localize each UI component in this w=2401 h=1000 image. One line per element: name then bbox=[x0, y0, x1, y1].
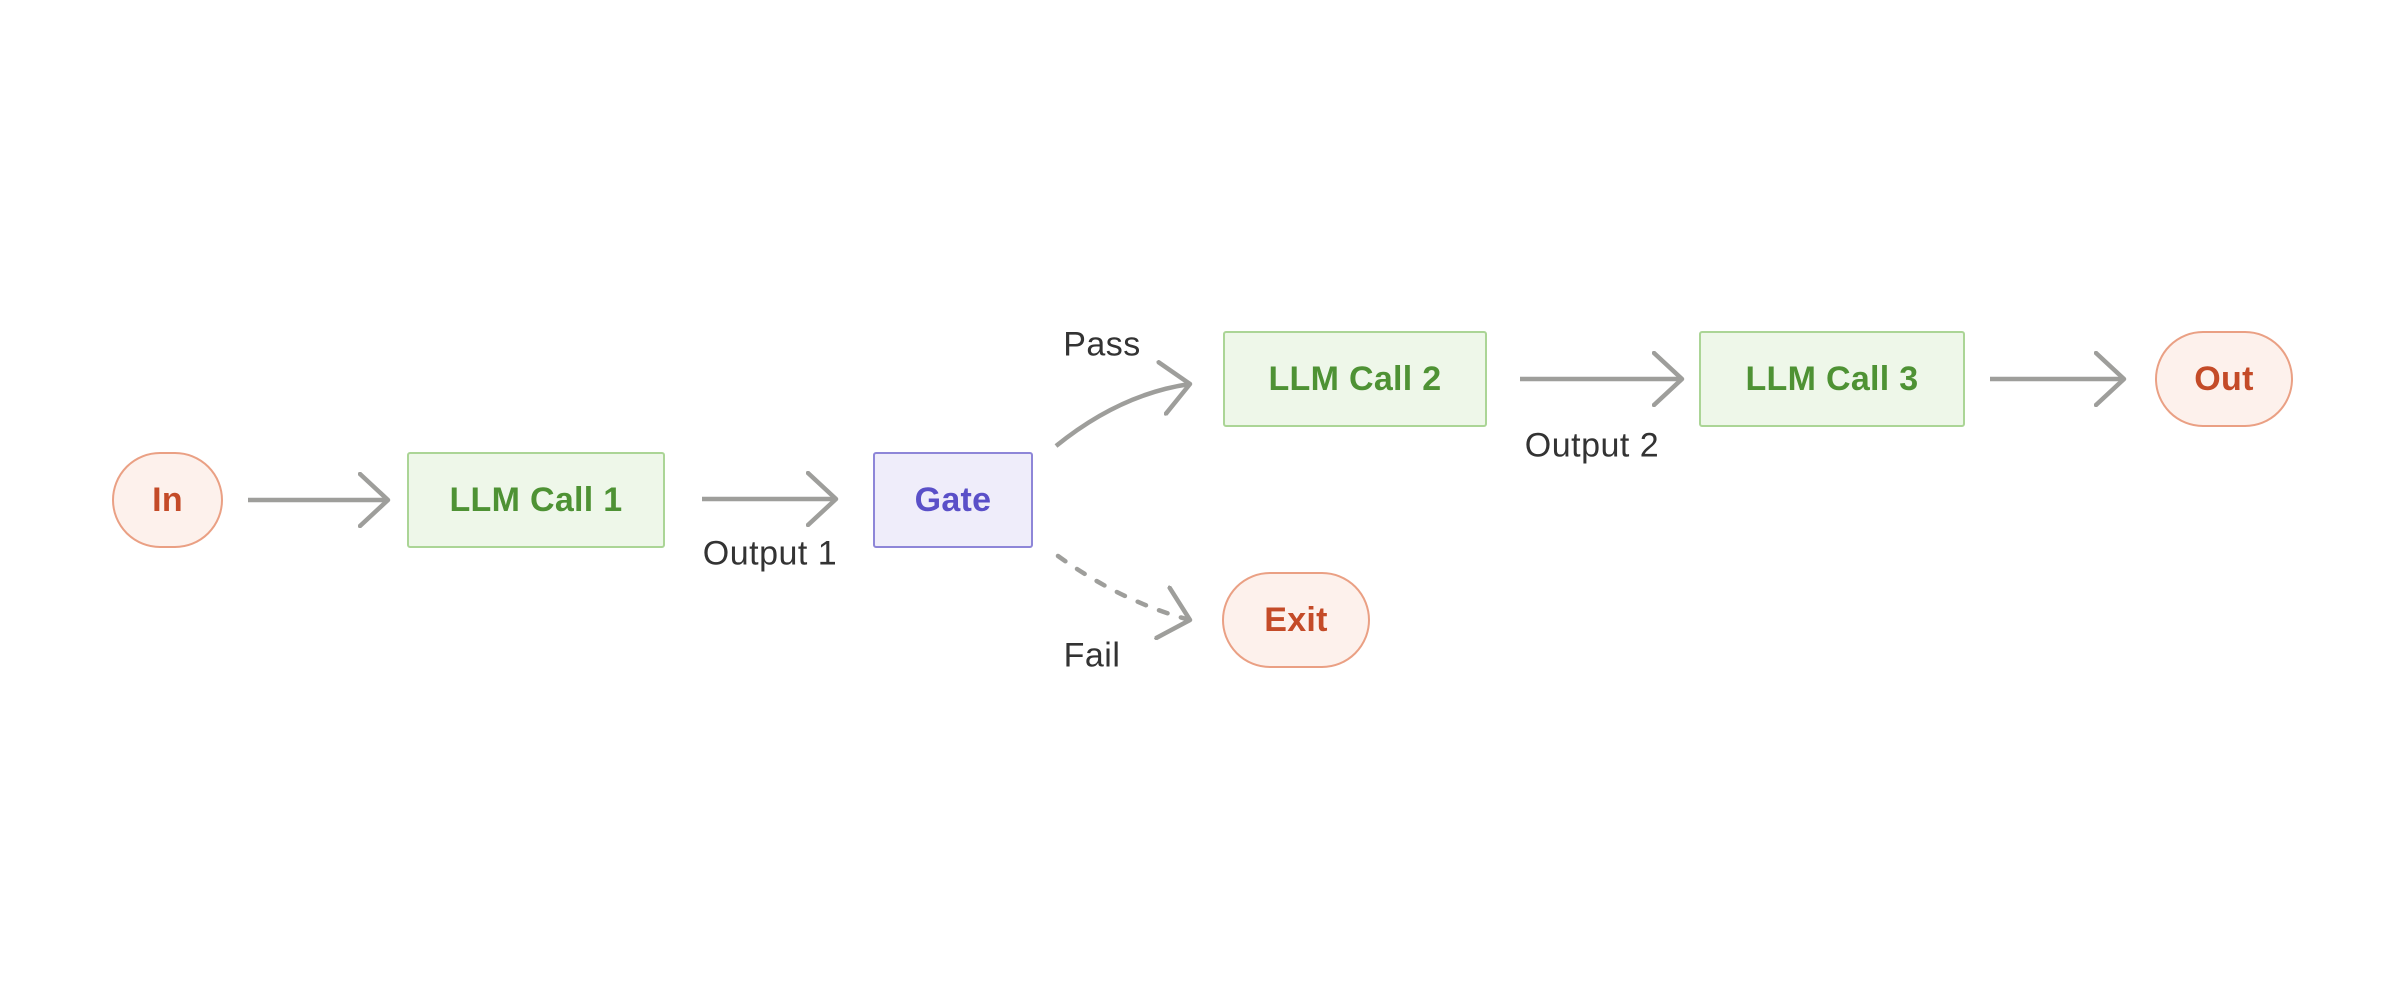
node-llm-call-1: LLM Call 1 bbox=[407, 452, 665, 548]
edge-label-pass: Pass bbox=[1063, 325, 1141, 364]
node-llm-call-3: LLM Call 3 bbox=[1699, 331, 1965, 427]
node-exit: Exit bbox=[1222, 572, 1370, 668]
node-out-label: Out bbox=[2194, 359, 2254, 398]
node-gate: Gate bbox=[873, 452, 1033, 548]
node-in: In bbox=[112, 452, 223, 548]
node-in-label: In bbox=[152, 480, 183, 519]
edge-label-fail: Fail bbox=[1063, 636, 1121, 675]
edge-label-output-2: Output 2 bbox=[1524, 426, 1660, 465]
node-llm-call-1-label: LLM Call 1 bbox=[449, 480, 623, 519]
node-gate-label: Gate bbox=[914, 480, 992, 519]
node-llm-call-2: LLM Call 2 bbox=[1223, 331, 1487, 427]
edge-gate-pass-to-llmcall2 bbox=[1054, 384, 1190, 448]
edge-label-output-1: Output 1 bbox=[702, 534, 838, 573]
node-llm-call-2-label: LLM Call 2 bbox=[1268, 359, 1442, 398]
node-out: Out bbox=[2155, 331, 2293, 427]
node-llm-call-3-label: LLM Call 3 bbox=[1745, 359, 1919, 398]
node-exit-label: Exit bbox=[1264, 600, 1328, 639]
edge-gate-fail-to-exit bbox=[1055, 553, 1193, 620]
